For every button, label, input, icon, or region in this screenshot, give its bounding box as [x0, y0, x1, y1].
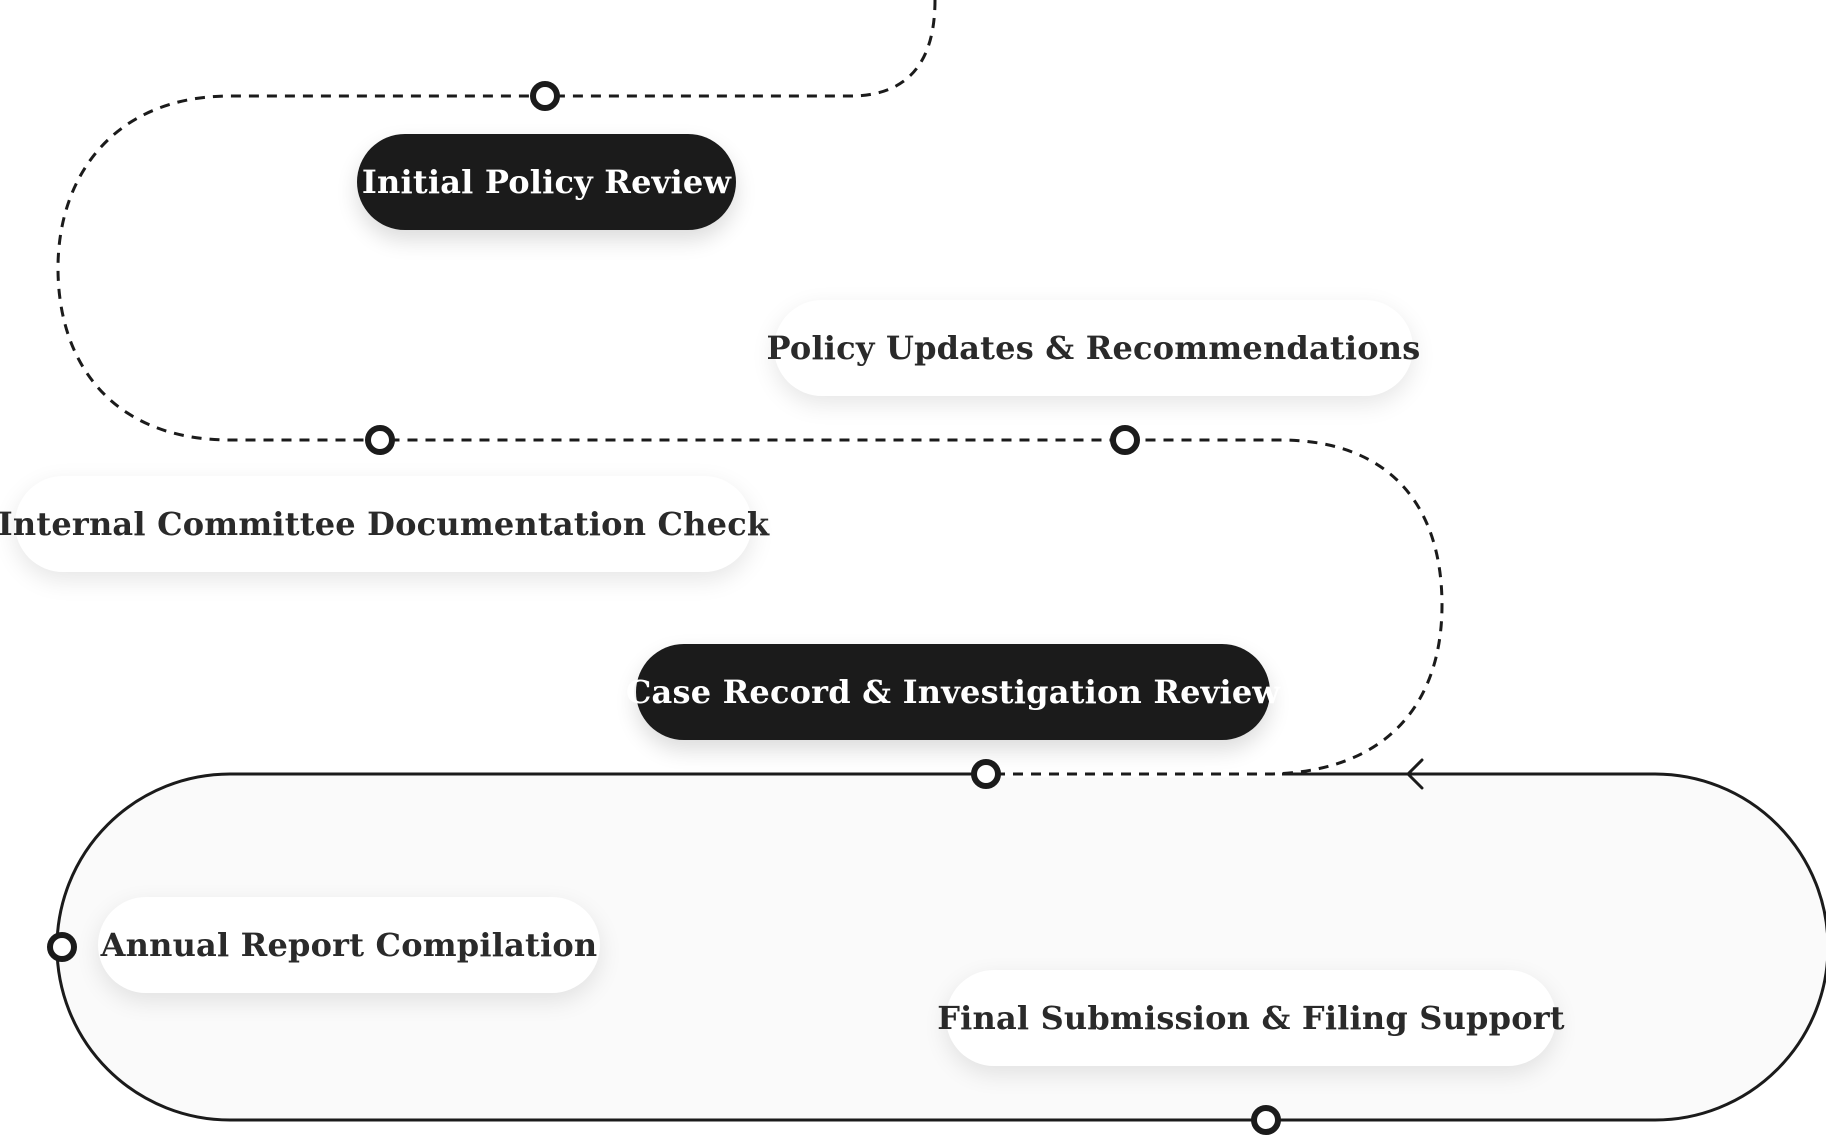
- ring-node-icon: [530, 81, 560, 111]
- arrowhead-left-icon: [1406, 758, 1424, 790]
- ring-node-icon: [365, 425, 395, 455]
- step-case-record-review: Case Record & Investigation Review: [626, 644, 1280, 740]
- step-committee-documentation-check: Internal Committee Documentation Check: [0, 476, 769, 572]
- step-policy-updates: Policy Updates & Recommendations: [767, 300, 1420, 396]
- ring-node-icon: [1251, 1105, 1281, 1135]
- step-final-submission: Final Submission & Filing Support: [937, 970, 1565, 1066]
- dashed-flow-path: [56, 0, 1444, 776]
- step-initial-policy-review: Initial Policy Review: [357, 134, 736, 230]
- ring-node-icon: [1110, 425, 1140, 455]
- ring-node-icon: [47, 932, 77, 962]
- step-annual-report: Annual Report Compilation: [98, 897, 600, 993]
- ring-node-icon: [971, 759, 1001, 789]
